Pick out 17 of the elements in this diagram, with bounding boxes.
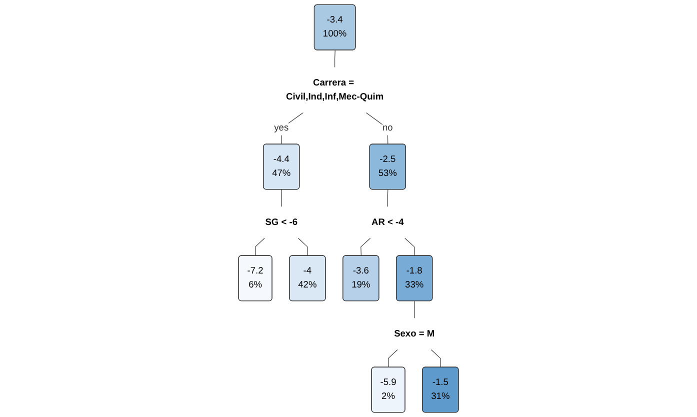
connector bbox=[366, 112, 388, 145]
connector bbox=[430, 349, 441, 368]
connector bbox=[388, 349, 398, 368]
edge-label: yes bbox=[274, 123, 289, 133]
edge-label: no bbox=[382, 123, 393, 133]
connector bbox=[334, 50, 336, 68]
node-text: AR < -4 bbox=[371, 217, 404, 228]
connector bbox=[255, 238, 265, 256]
connector bbox=[281, 189, 282, 208]
connector bbox=[298, 238, 308, 256]
node-text: Sexo = M bbox=[394, 328, 435, 339]
connector bbox=[404, 238, 415, 256]
connector bbox=[360, 238, 371, 256]
connector bbox=[414, 300, 415, 319]
connector bbox=[387, 189, 388, 208]
node-text: SG < -6 bbox=[265, 217, 298, 228]
node-text: Carrera = Civil,Ind,Inf,Mec-Quim bbox=[286, 78, 384, 102]
